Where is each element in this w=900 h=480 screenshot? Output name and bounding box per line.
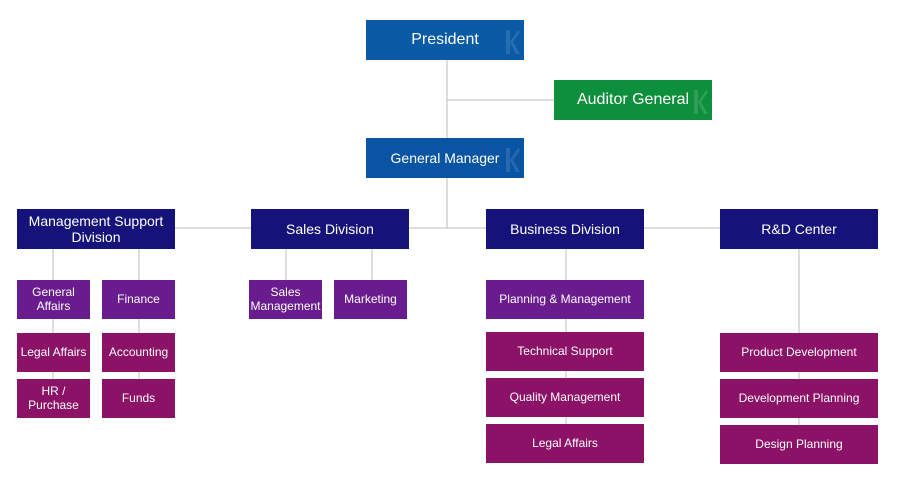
node-general-manager[interactable]: General Manager xyxy=(366,138,524,178)
node-label: Quality Management xyxy=(509,389,621,404)
node-label: Auditor General xyxy=(576,90,690,108)
node-label: Accounting xyxy=(108,344,169,359)
node-rd-center[interactable]: R&D Center xyxy=(720,209,878,249)
decor-icon xyxy=(694,90,708,114)
node-funds[interactable]: Funds xyxy=(102,379,175,418)
decor-icon xyxy=(506,148,520,172)
node-accounting[interactable]: Accounting xyxy=(102,333,175,372)
node-sales-management[interactable]: Sales Management xyxy=(249,280,322,319)
node-development-planning[interactable]: Development Planning xyxy=(720,379,878,418)
node-label: General Manager xyxy=(390,149,500,166)
node-sales-division[interactable]: Sales Division xyxy=(251,209,409,249)
node-technical-support[interactable]: Technical Support xyxy=(486,332,644,371)
node-label: Sales Division xyxy=(286,220,374,237)
node-legal-affairs-bd[interactable]: Legal Affairs xyxy=(486,424,644,463)
node-planning-management[interactable]: Planning & Management xyxy=(486,280,644,319)
node-label: Marketing xyxy=(344,291,397,306)
node-label: Planning & Management xyxy=(499,291,631,306)
node-label: Business Division xyxy=(510,220,620,237)
node-label: Legal Affairs xyxy=(20,344,87,359)
node-hr-purchase[interactable]: HR / Purchase xyxy=(17,379,90,418)
node-management-support-division[interactable]: Management Support Division xyxy=(17,209,175,249)
node-label: Development Planning xyxy=(738,390,860,405)
node-design-planning[interactable]: Design Planning xyxy=(720,425,878,464)
node-general-affairs[interactable]: General Affairs xyxy=(17,280,90,319)
node-finance[interactable]: Finance xyxy=(102,280,175,319)
node-marketing[interactable]: Marketing xyxy=(334,280,407,319)
node-quality-management[interactable]: Quality Management xyxy=(486,378,644,417)
node-label: Management Support Division xyxy=(28,212,164,245)
decor-icon xyxy=(506,30,520,54)
node-label: Product Development xyxy=(741,344,857,359)
node-label: Legal Affairs xyxy=(532,435,598,450)
node-label: President xyxy=(411,30,479,48)
node-auditor-general[interactable]: Auditor General xyxy=(554,80,712,120)
node-label: Technical Support xyxy=(517,343,613,358)
node-label: HR / Purchase xyxy=(28,383,79,412)
node-label: Design Planning xyxy=(755,436,843,451)
node-label: Funds xyxy=(121,390,156,405)
node-label: Finance xyxy=(117,291,160,306)
node-label: R&D Center xyxy=(761,220,837,237)
node-legal-affairs-ms[interactable]: Legal Affairs xyxy=(17,333,90,372)
node-president[interactable]: President xyxy=(366,20,524,60)
node-business-division[interactable]: Business Division xyxy=(486,209,644,249)
node-product-development[interactable]: Product Development xyxy=(720,333,878,372)
node-label: General Affairs xyxy=(32,284,75,313)
node-label: Sales Management xyxy=(250,284,321,313)
